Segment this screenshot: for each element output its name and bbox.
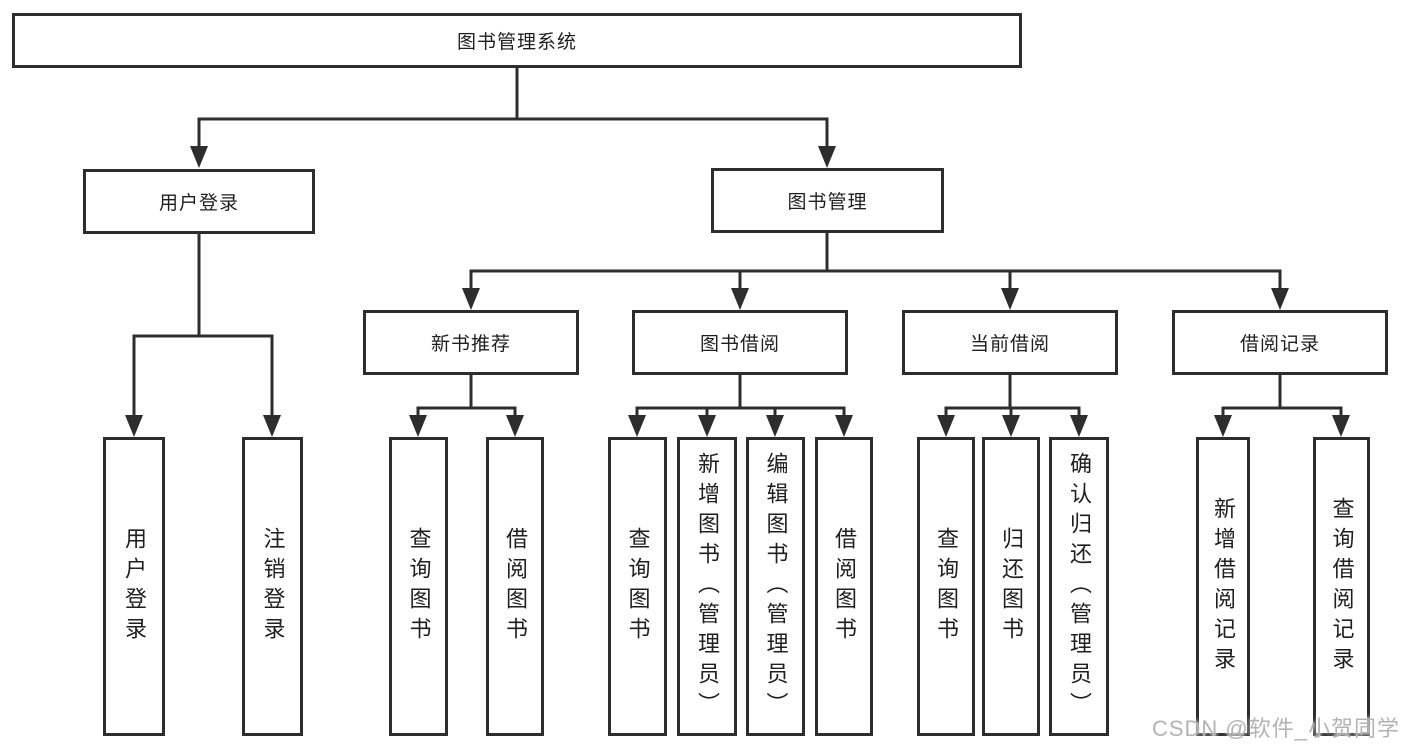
node-current-borrow-label: 当前借阅 xyxy=(969,334,1050,355)
node-root-label: 图书管理系统 xyxy=(456,32,577,53)
node-current-borrow: 当前借阅 xyxy=(902,310,1118,375)
leaf-confirm-return-admin: 确认归还（管理员） xyxy=(1049,437,1109,736)
node-user-login-label: 用户登录 xyxy=(158,193,239,214)
node-new-book-recommend: 新书推荐 xyxy=(363,310,579,375)
node-user-login: 用户登录 xyxy=(83,169,315,234)
node-root: 图书管理系统 xyxy=(12,13,1022,68)
node-book-borrow-label: 图书借阅 xyxy=(699,334,780,355)
leaf-edit-book-admin: 编辑图书（管理员） xyxy=(746,437,805,736)
leaf-borrow-books-borrow: 借阅图书 xyxy=(815,437,873,736)
leaf-user-login: 用户登录 xyxy=(103,437,165,736)
node-book-borrow: 图书借阅 xyxy=(632,310,848,375)
csdn-watermark: CSDN @软件_小贺同学 xyxy=(1151,716,1400,741)
node-book-management-label: 图书管理 xyxy=(787,192,868,213)
leaf-borrow-books-newbook: 借阅图书 xyxy=(486,437,544,736)
leaf-return-book: 归还图书 xyxy=(982,437,1040,736)
node-borrow-records-label: 借阅记录 xyxy=(1239,334,1320,355)
node-book-management: 图书管理 xyxy=(711,168,944,233)
leaf-logout: 注销登录 xyxy=(242,437,303,736)
leaf-query-books-borrow: 查询图书 xyxy=(608,437,667,736)
leaf-add-borrow-record: 新增借阅记录 xyxy=(1196,437,1250,736)
node-new-book-recommend-label: 新书推荐 xyxy=(430,334,511,355)
leaf-query-borrow-record: 查询借阅记录 xyxy=(1313,437,1370,736)
leaf-query-books-current: 查询图书 xyxy=(917,437,975,736)
leaf-add-book-admin: 新增图书（管理员） xyxy=(677,437,737,736)
leaf-query-books-newbook: 查询图书 xyxy=(389,437,448,736)
node-borrow-records: 借阅记录 xyxy=(1172,310,1388,375)
